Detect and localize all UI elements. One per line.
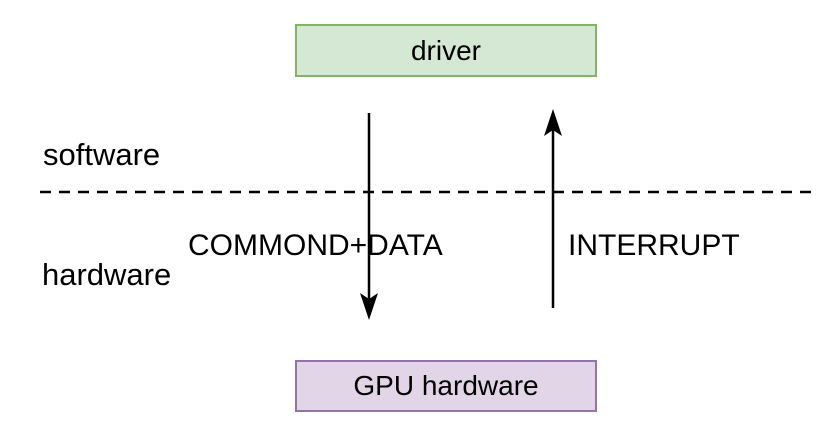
- interrupt-edge-label: INTERRUPT: [568, 229, 740, 262]
- driver-node-label: driver: [410, 34, 481, 66]
- software-layer-label: software: [43, 137, 161, 172]
- up-arrowhead-icon: [544, 109, 562, 136]
- down-arrowhead-icon: [360, 293, 378, 320]
- driver-node: driver: [295, 24, 597, 77]
- hardware-layer-label: hardware: [42, 257, 172, 292]
- command-data-edge-label: COMMOND+DATA: [188, 229, 443, 262]
- gpu-hardware-node-label: GPU hardware: [353, 370, 539, 401]
- gpu-hardware-node: GPU hardware: [295, 360, 597, 412]
